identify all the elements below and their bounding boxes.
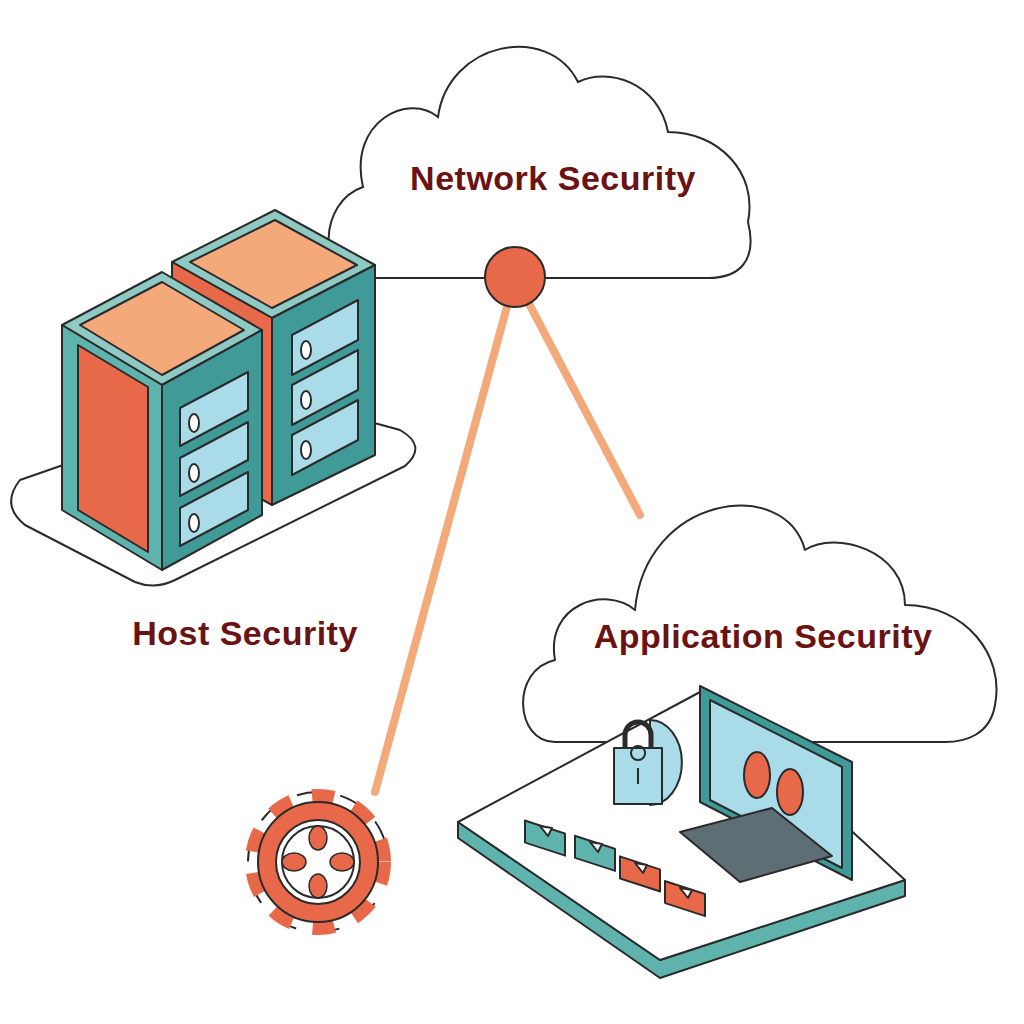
server-platform [8, 200, 428, 670]
connector-line [515, 277, 640, 515]
server-node: Host Security [8, 200, 428, 670]
node-label: Network Security [410, 159, 696, 198]
cloud-node: Network Security [318, 22, 758, 284]
server-rack [62, 272, 262, 570]
laptop-platform [458, 686, 905, 978]
node-label: Application Security [594, 617, 933, 656]
cloud-outline [455, 455, 1020, 975]
node-label: Host Security [132, 614, 358, 653]
cloud-outline [318, 22, 758, 284]
hub-dot [485, 247, 545, 307]
cloud-node: Application Security [455, 455, 1020, 975]
gear-icon [248, 792, 388, 932]
leader-line [375, 277, 515, 792]
